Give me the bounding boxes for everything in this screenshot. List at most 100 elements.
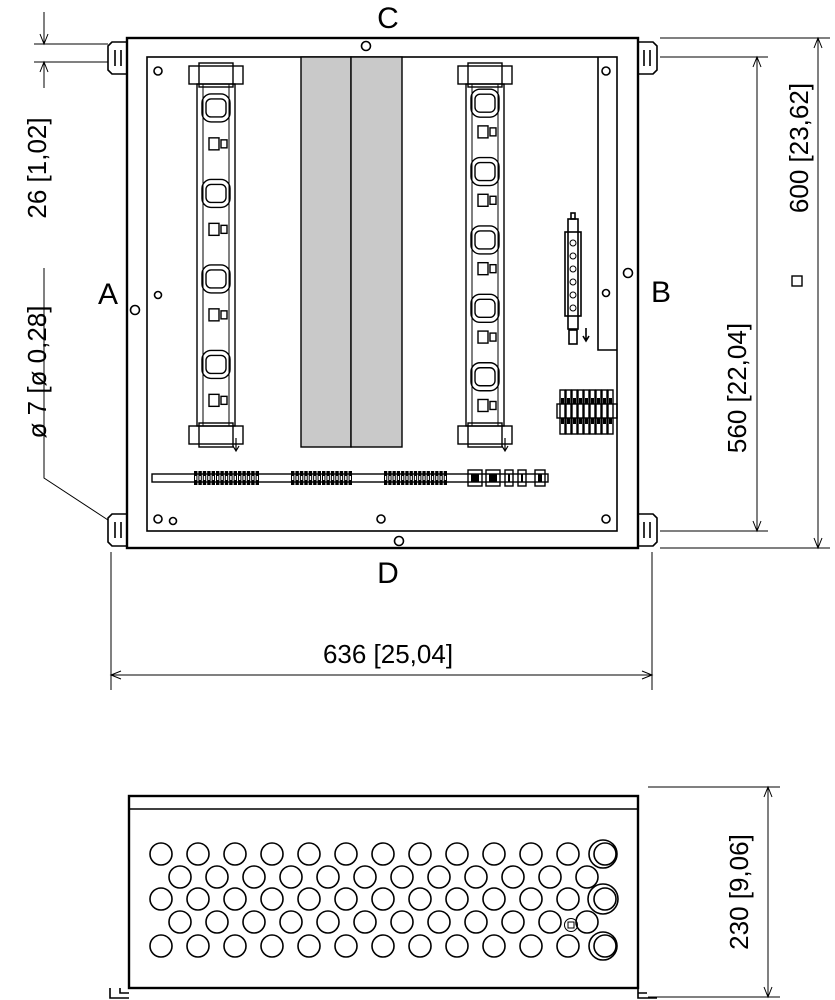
din-terminal-slot [300,476,303,480]
din-terminal-slot [247,476,250,480]
knockout-hole [186,842,210,866]
knockout-hole [482,842,506,866]
knockout-hole [223,934,247,958]
terminal-screw [561,418,564,424]
terminal [559,389,566,435]
din-terminal-slot [318,476,320,480]
knockout-hole [501,865,525,889]
knockout-hole [593,887,617,911]
din-terminal-slot [431,476,434,480]
terminal [589,389,596,435]
din-terminal-slot [296,476,298,480]
fuse-base [470,362,500,413]
knockout-hole [519,842,543,866]
knockout-hole [556,842,580,866]
knockout-hole [593,842,617,866]
knockout-hole [149,887,173,911]
fuse-base-column-left [188,62,244,453]
terminal-screw [591,418,594,424]
din-terminal-slot [327,476,329,480]
terminal [583,389,590,435]
din-terminal-slot [444,476,446,480]
din-terminal-slot [410,476,412,480]
din-terminal-slot [393,476,395,480]
din-device [485,469,501,487]
fuse-base [201,178,231,237]
terminal-screw [609,418,612,424]
knockout-grid [149,842,617,958]
knockout-hole [575,910,599,934]
terminal-screw [567,398,570,404]
mounting-tabs [107,41,658,547]
dim-flange: 26 [1,02] [22,117,52,218]
fuse-base [201,93,231,151]
fuse-base [470,156,500,207]
side-body [127,794,640,990]
terminal [565,389,572,435]
knockout-hole [575,865,599,889]
rail-end-cap-bottom [188,425,244,445]
knockout-hole [445,842,469,866]
knockout-hole [538,865,562,889]
knockout-hole [297,934,321,958]
din-terminal-slot [199,476,201,480]
knockout-hole [279,865,303,889]
knockout-hole [464,865,488,889]
square-symbol-icon [791,275,803,287]
din-terminal-slot [419,476,421,480]
rail-end-cap-top [457,65,513,85]
knockout-hole [464,910,488,934]
fuse-base [470,88,500,139]
knockout-hole [334,842,358,866]
terminal-screw [585,398,588,404]
dim-outer-height: 600 [23,62] [784,83,814,213]
label-bottom-d: D [377,557,399,590]
knockout-hole [427,910,451,934]
knockout-hole [186,887,210,911]
knockout-hole [445,887,469,911]
vertical-terminal-strip [564,212,590,345]
terminal-screw [591,398,594,404]
knockout-hole [297,887,321,911]
earth-symbol-icon [564,918,578,932]
knockout-hole [538,910,562,934]
din-terminal-slot [305,476,307,480]
din-device [534,469,546,487]
knockout-hole [371,887,395,911]
terminal-screw [579,418,582,424]
fuse-base [201,264,231,322]
knockout-hole [390,865,414,889]
knockout-hole [260,887,284,911]
terminal [577,389,584,435]
knockout-hole [260,842,284,866]
din-device-face [538,474,542,482]
terminal [607,389,614,435]
din-terminal-slot [385,476,387,480]
cable-channel [597,57,617,351]
fuse-base-column-right [457,62,513,453]
knockout-hole [334,887,358,911]
din-device [504,469,514,487]
knockout-hole [482,934,506,958]
label-left-a: A [98,278,118,311]
knockout-hole [334,934,358,958]
terminal-screw [567,418,570,424]
din-terminal-slot [252,476,254,480]
din-terminal-slot [436,476,438,480]
din-terminal-slot [323,476,325,480]
knockout-hole [353,910,377,934]
din-terminal-slot [239,476,241,480]
din-terminal-slot [208,476,210,480]
terminal [571,389,578,435]
knockout-hole [149,934,173,958]
terminal-screw [579,398,582,404]
knockout-hole [371,842,395,866]
knockout-hole [501,910,525,934]
knockout-hole [297,842,321,866]
din-terminal-slot [309,476,312,480]
terminal-screw [585,418,588,424]
knockout-hole [445,934,469,958]
din-terminal-slot [292,476,294,480]
din-terminal-slot [345,476,347,480]
fuse-base [201,349,231,408]
